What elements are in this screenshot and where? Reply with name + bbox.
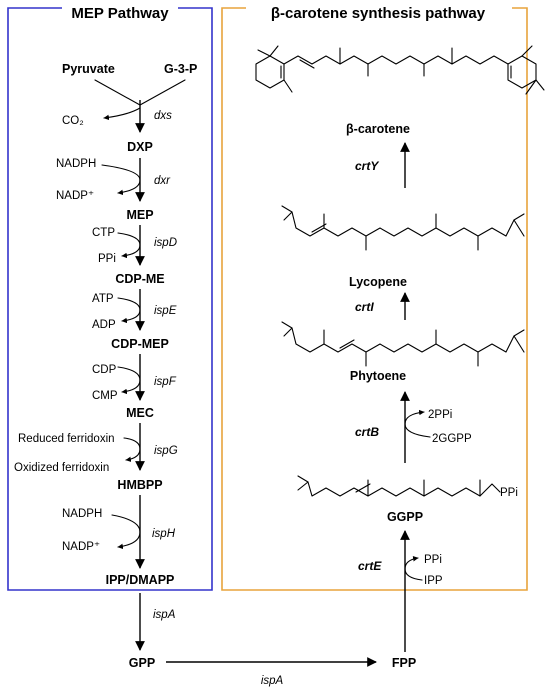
enzyme-isph: ispH: [152, 528, 176, 540]
side-reduced-ferridoxin: Reduced ferridoxin: [18, 433, 115, 445]
side-arrow-ctp: [117, 232, 141, 259]
enzyme-ispf: ispF: [154, 376, 177, 388]
enzyme-ispg: ispG: [154, 445, 178, 457]
ggpp-ppi-label: PPi: [500, 487, 518, 499]
side-nadph-1: NADPH: [56, 158, 96, 170]
enzyme-crtb: crtB: [355, 425, 379, 439]
substrate-convergence: [94, 79, 186, 106]
side-arrow-nadph-2: [111, 514, 141, 550]
compound-gpp: GPP: [129, 656, 155, 670]
side-atp: ATP: [92, 293, 114, 305]
side-nadph-2: NADPH: [62, 508, 102, 520]
compound-cdpme: CDP-ME: [115, 272, 164, 286]
side-arrow-cdp: [117, 366, 141, 395]
enzyme-crty: crtY: [355, 159, 379, 173]
structure-ggpp: PPi: [297, 475, 518, 499]
side-oxidized-ferridoxin: Oxidized ferridoxin: [14, 462, 109, 474]
side-crte-ppi: PPi: [424, 554, 442, 566]
side-nadp-2: NADP⁺: [62, 541, 100, 553]
side-crte-ipp: IPP: [424, 575, 443, 587]
side-co2: CO₂: [62, 115, 84, 127]
enzyme-dxs: dxs: [154, 110, 172, 122]
side-arrow-atp: [117, 297, 141, 324]
side-cmp: CMP: [92, 390, 118, 402]
structure-phytoene: [281, 321, 525, 367]
compound-dxp: DXP: [127, 140, 153, 154]
compound-ggpp: GGPP: [387, 510, 423, 524]
compound-mep: MEP: [126, 208, 153, 222]
side-arrow-co2: [103, 107, 141, 121]
compound-mec: MEC: [126, 406, 154, 420]
carotene-pathway-panel: β-carotene synthesis pathway β-carotene …: [221, 5, 545, 652]
enzyme-dxr: dxr: [154, 175, 171, 187]
side-arrow-nadph: [101, 164, 141, 196]
side-nadp-1: NADP⁺: [56, 190, 94, 202]
bottom-connections: ispA GPP FPP ispA: [129, 593, 416, 687]
side-ctp: CTP: [92, 227, 115, 239]
side-adp: ADP: [92, 319, 116, 331]
carotene-border: [221, 7, 528, 591]
compound-phytoene: Phytoene: [350, 369, 406, 383]
enzyme-ispe: ispE: [154, 305, 177, 317]
side-arrow-crtb: [404, 409, 431, 438]
side-cdp: CDP: [92, 364, 117, 376]
mep-title: MEP Pathway: [71, 5, 169, 22]
carotene-title: β-carotene synthesis pathway: [271, 5, 486, 22]
structure-beta-carotene: [255, 45, 545, 95]
compound-fpp: FPP: [392, 656, 416, 670]
side-arrow-ferridoxin: [123, 437, 141, 463]
mep-pathway-panel: MEP Pathway Pyruvate G-3-P CO₂ dxs DXP N…: [7, 5, 213, 591]
enzyme-ispa-2: ispA: [261, 675, 284, 687]
compound-lycopene: Lycopene: [349, 275, 407, 289]
compound-beta-carotene: β-carotene: [346, 122, 410, 136]
compound-hmbpp: HMBPP: [117, 478, 162, 492]
structure-lycopene: [281, 205, 525, 251]
mep-border: [7, 7, 213, 591]
side-ppi: PPi: [98, 253, 116, 265]
compound-ippdmapp: IPP/DMAPP: [106, 573, 175, 587]
compound-cdpmep: CDP-MEP: [111, 337, 169, 351]
enzyme-crti: crtI: [355, 300, 374, 314]
enzyme-crte: crtE: [358, 559, 382, 573]
substrate-g3p: G-3-P: [164, 62, 197, 76]
side-arrow-crte: [404, 556, 423, 581]
side-2ggpp: 2GGPP: [432, 433, 472, 445]
side-2ppi: 2PPi: [428, 409, 452, 421]
enzyme-ispa-1: ispA: [153, 609, 176, 621]
substrate-pyruvate: Pyruvate: [62, 62, 115, 76]
enzyme-ispd: ispD: [154, 237, 177, 249]
